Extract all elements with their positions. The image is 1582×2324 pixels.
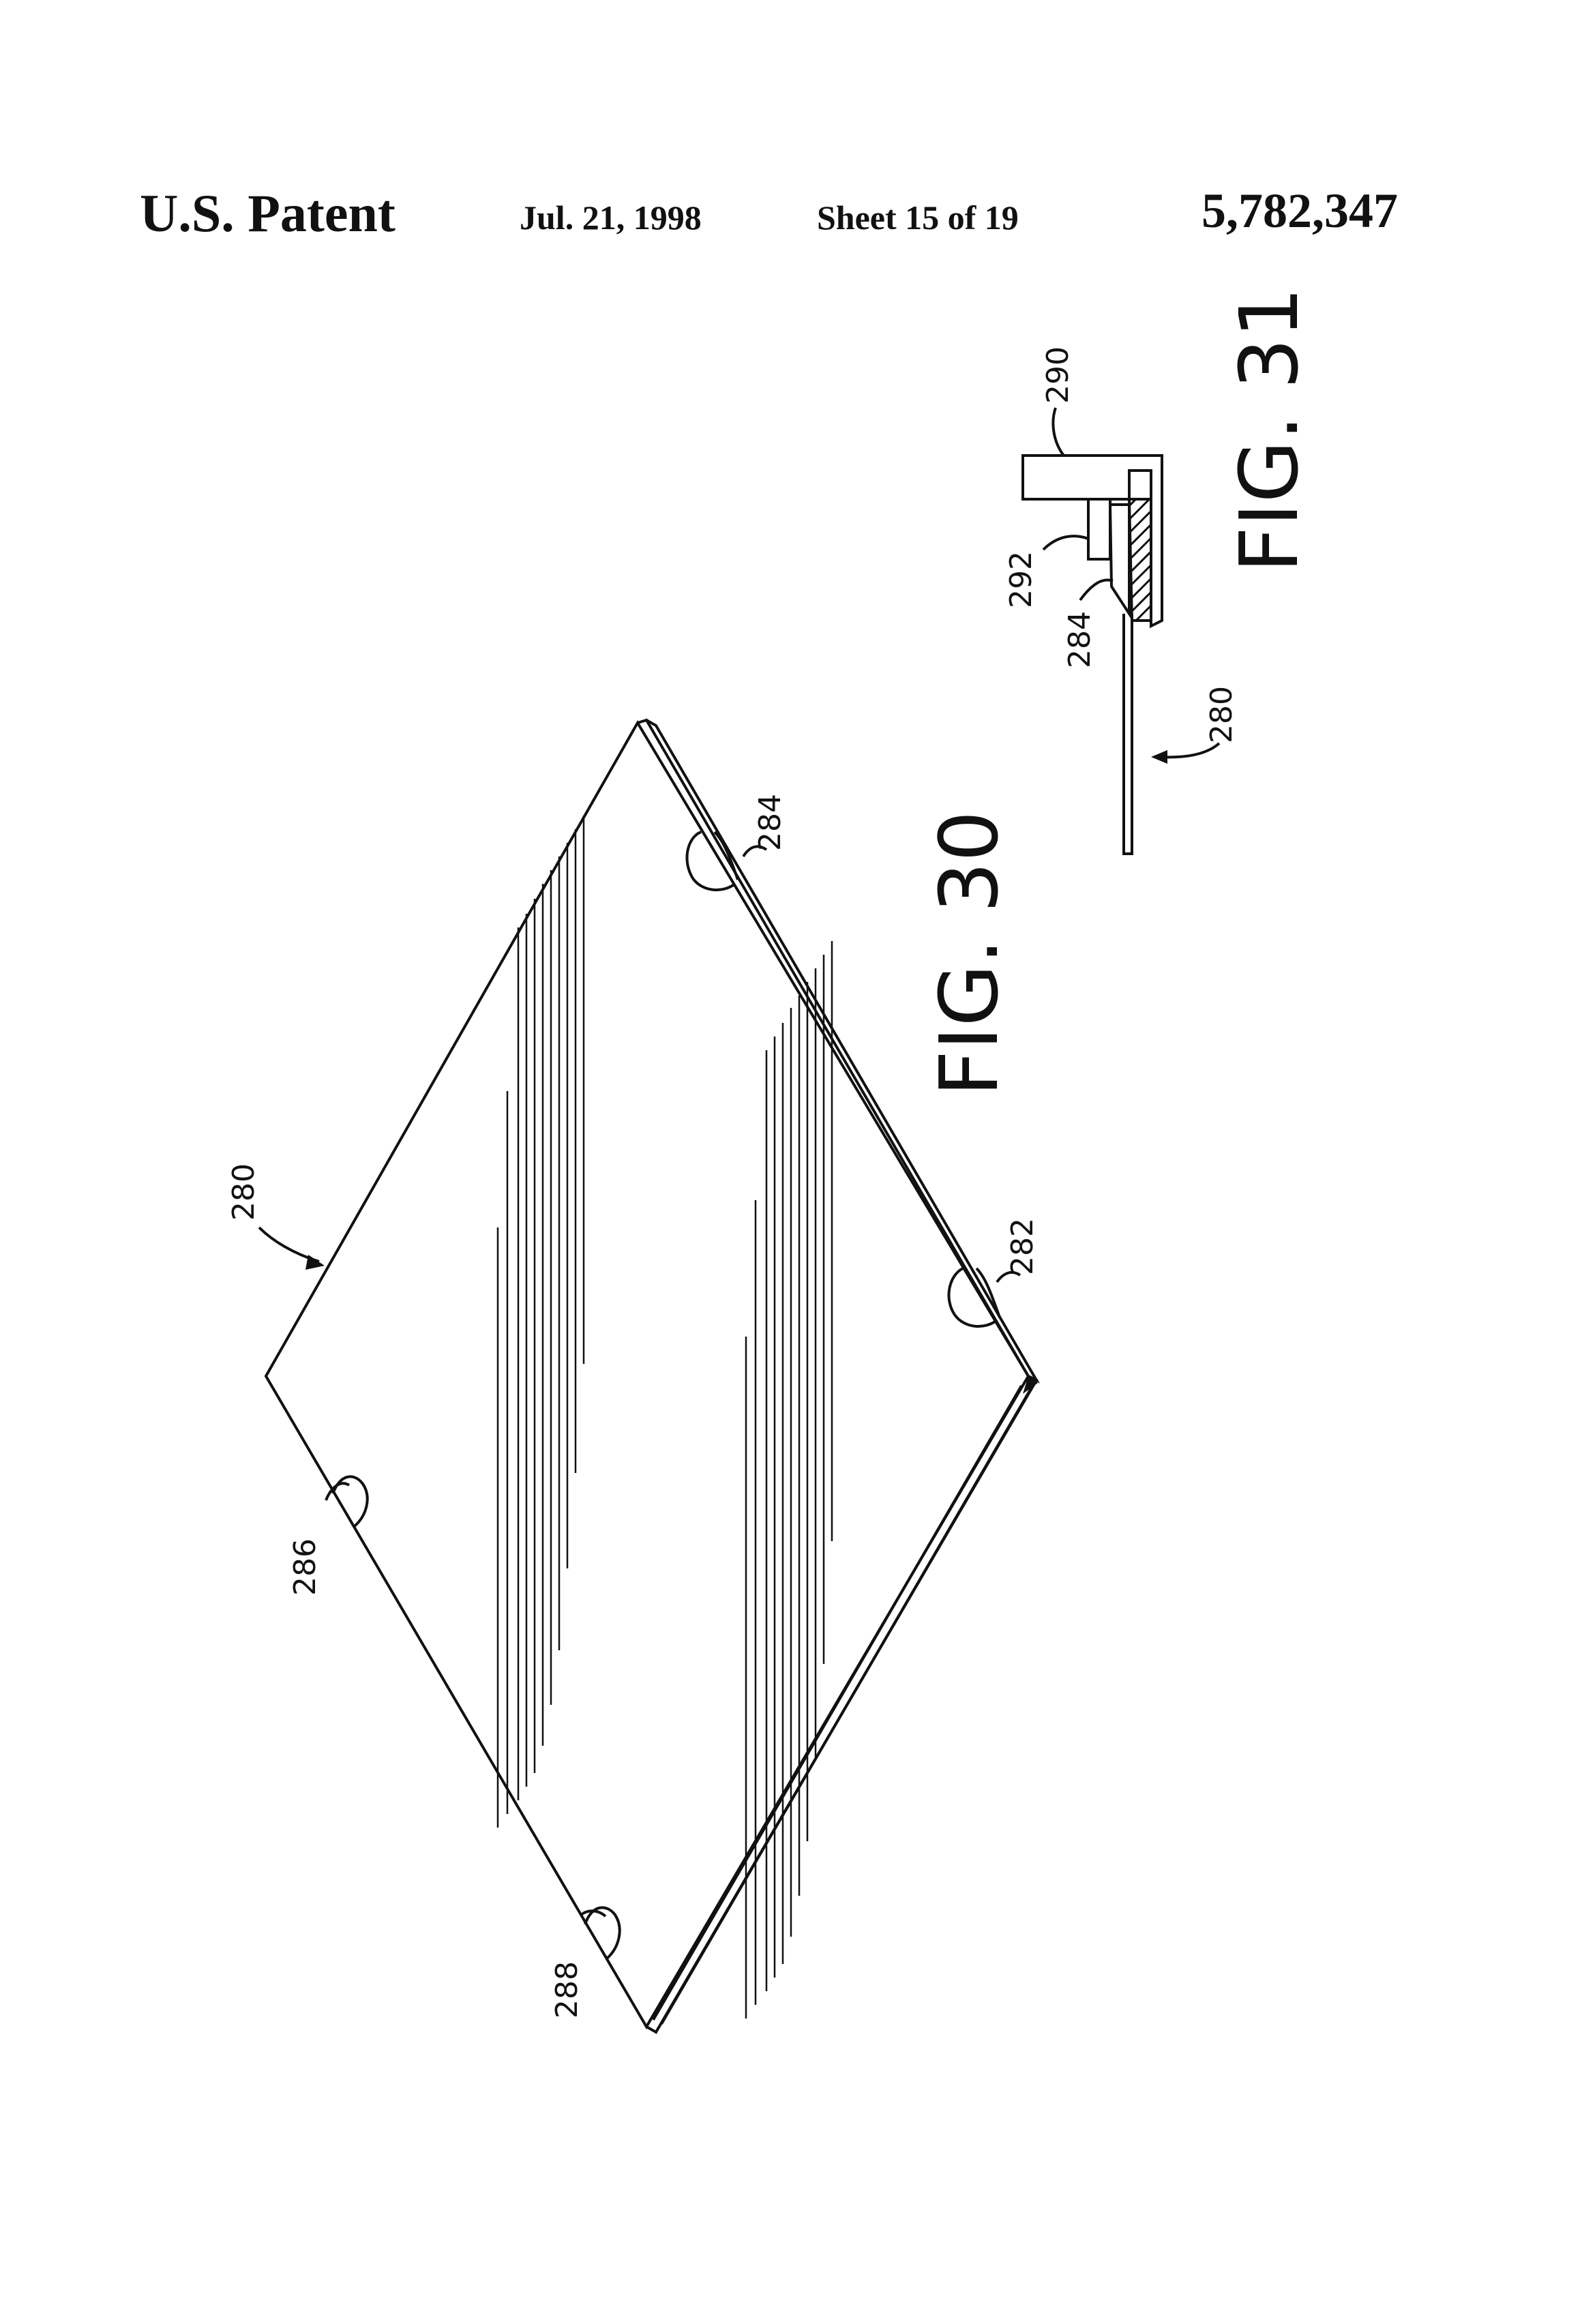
arrowhead-280: [305, 1255, 325, 1270]
surface-shading-lower: [745, 941, 833, 2018]
surface-shading-upper: [496, 816, 585, 1828]
ref-290: 290: [1041, 346, 1075, 404]
notch-282: [947, 1267, 998, 1328]
leader-280-fig31: [1159, 742, 1221, 759]
ref-280-fig31: 280: [1204, 686, 1239, 743]
leader-286: [325, 1482, 350, 1501]
leader-290: [1051, 407, 1065, 457]
panel-280-sheet: [1122, 614, 1133, 855]
notch-286: [331, 1475, 369, 1528]
insert-284: [1109, 503, 1131, 619]
patent-date: Jul. 21, 1998: [520, 198, 702, 237]
gasket-hatched: [1127, 498, 1152, 622]
ref-284-fig30: 284: [753, 794, 788, 851]
patent-number: 5,782,347: [1202, 183, 1398, 238]
fig30-label: FIG. 30: [922, 811, 1016, 1097]
panel-edge-lower-right: [652, 1384, 1023, 2021]
sheet-number: Sheet 15 of 19: [817, 198, 1019, 237]
panel-edge-lower-right-2: [660, 1387, 1032, 2025]
ref-292: 292: [1004, 551, 1039, 608]
notch-282-edge: [975, 1267, 1001, 1318]
leader-282: [996, 1270, 1021, 1283]
patent-label: U.S. Patent: [140, 183, 395, 243]
leader-288: [580, 1909, 607, 1918]
ref-280-fig30: 280: [226, 1163, 261, 1221]
fig31-label: FIG. 31: [1222, 287, 1316, 573]
fig31-drawing: [1021, 407, 1221, 855]
leader-284: [742, 845, 768, 858]
lip-292: [1087, 499, 1111, 561]
fig30-drawing: [258, 718, 1041, 2034]
panel-top-face: [264, 720, 1030, 2029]
leader-292: [1042, 535, 1089, 551]
panel-edge-layer-2: [646, 1375, 1039, 2034]
panel-corner-right: [1023, 1376, 1038, 1394]
ref-288: 288: [550, 1961, 584, 2018]
notch-284-edge: [713, 831, 739, 880]
ref-282: 282: [1005, 1218, 1040, 1275]
notch-284: [685, 831, 736, 892]
frame-290: [1021, 454, 1163, 629]
arrowhead-280-fig31: [1151, 750, 1167, 764]
leader-284-fig31: [1079, 578, 1114, 601]
ref-284-fig31: 284: [1062, 611, 1097, 668]
ref-286: 286: [288, 1538, 323, 1596]
